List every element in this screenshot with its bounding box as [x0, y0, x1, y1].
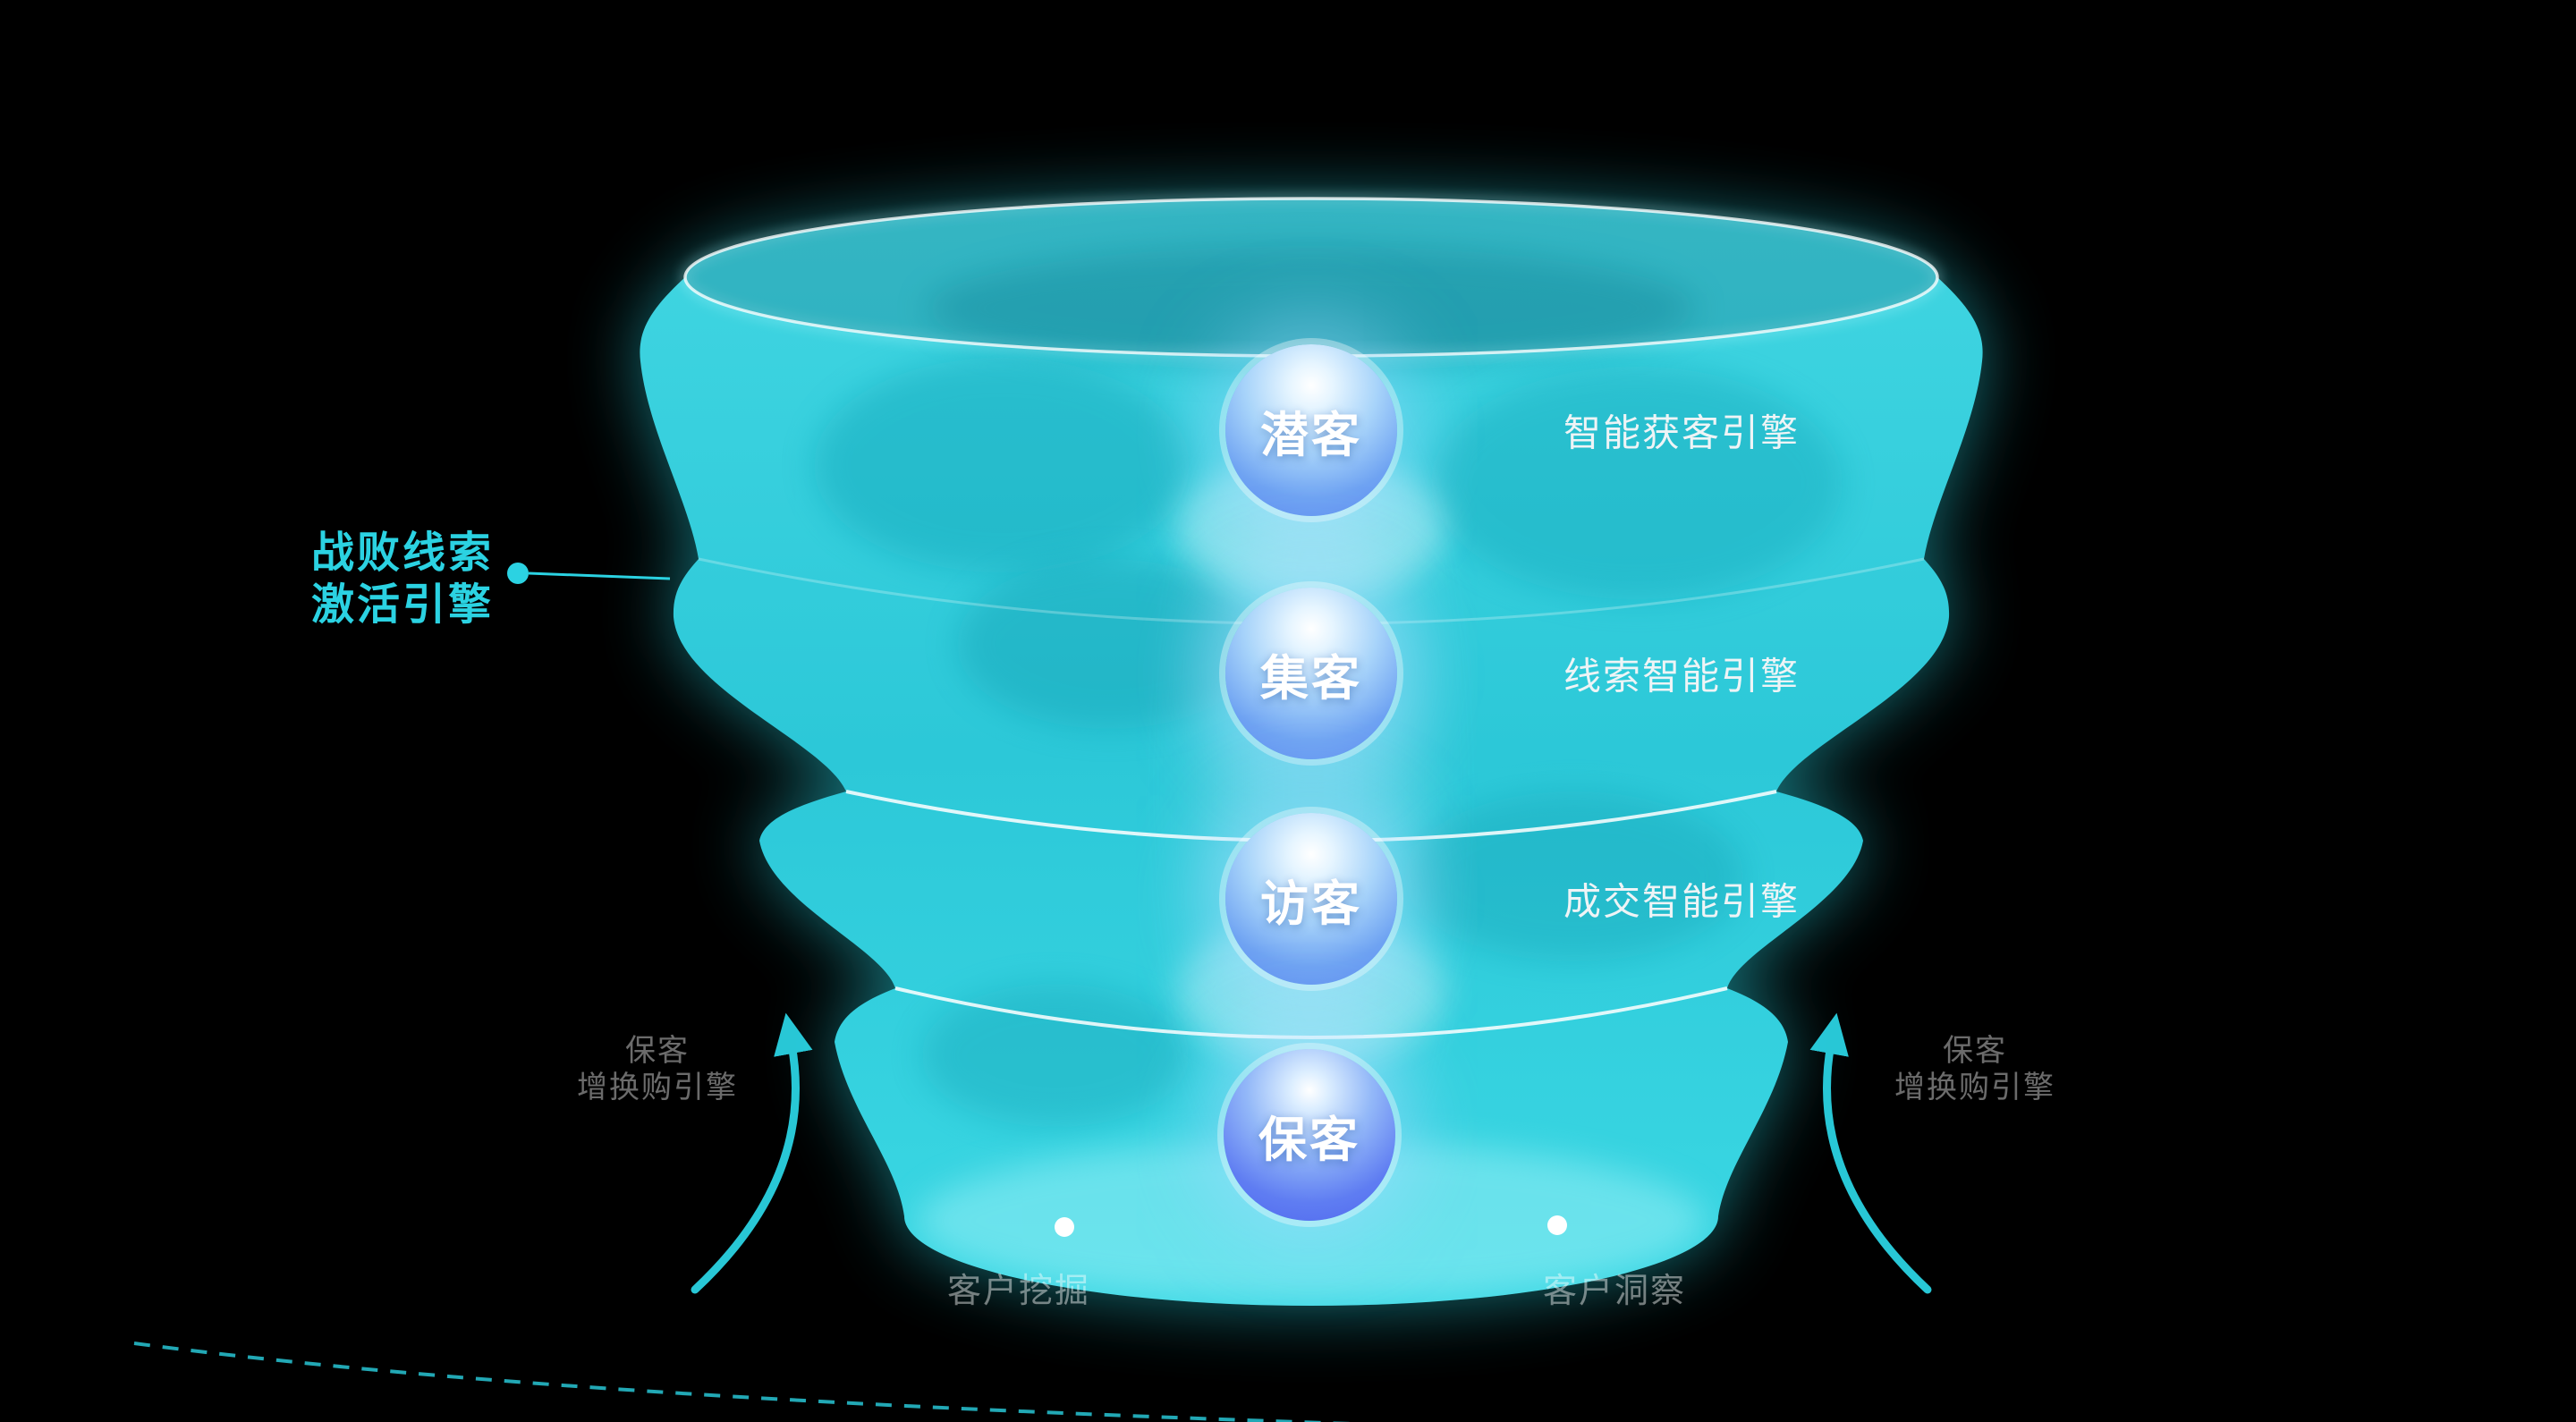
callout-text-line2: 激活引擎 [310, 580, 495, 629]
stage-sphere-retained: 保客 [1224, 1049, 1395, 1221]
funnel-shading [814, 246, 1843, 1301]
retention-left-line2: 增换购引擎 [577, 1070, 738, 1105]
flow-dashed-arc [133, 1342, 1352, 1422]
engine-label-acquisition: 智能获客引擎 [1563, 411, 1801, 454]
customer-insight-label: 客户洞察 [1542, 1273, 1687, 1310]
right-upcycle-arrow [1809, 1012, 1932, 1294]
engine-label-deal: 成交智能引擎 [1563, 880, 1801, 923]
callout-line [528, 571, 671, 580]
mining-dot [1055, 1217, 1074, 1237]
stage-sphere-prospects: 潜客 [1225, 344, 1397, 516]
engine-label-leads: 线索智能引擎 [1563, 655, 1801, 698]
retention-right-line1: 保客 [1943, 1034, 2007, 1068]
funnel-top-rim [683, 197, 1939, 358]
stage-label: 集客 [1260, 651, 1362, 706]
customer-mining-label: 客户挖掘 [946, 1273, 1091, 1310]
stage-label: 保客 [1258, 1113, 1360, 1167]
callout-text-line1: 战败线索 [310, 529, 495, 577]
tier-divider-3 [894, 986, 1728, 1039]
retention-engine-label-left: 保客 增换购引擎 [577, 1033, 738, 1106]
stage-label: 访客 [1260, 876, 1362, 931]
stage-label: 潜客 [1260, 408, 1362, 462]
callout-dot [507, 563, 529, 584]
retention-engine-label-right: 保客 增换购引擎 [1894, 1033, 2055, 1106]
retention-right-line2: 增换购引擎 [1894, 1070, 2055, 1105]
stage-sphere-leads: 集客 [1225, 588, 1397, 759]
lost-leads-callout: 战败线索 激活引擎 [311, 528, 494, 631]
insight-dot [1547, 1215, 1567, 1235]
retention-left-line1: 保客 [625, 1034, 690, 1068]
stage-sphere-visitors: 访客 [1225, 813, 1397, 985]
left-upcycle-arrow [691, 1012, 813, 1294]
